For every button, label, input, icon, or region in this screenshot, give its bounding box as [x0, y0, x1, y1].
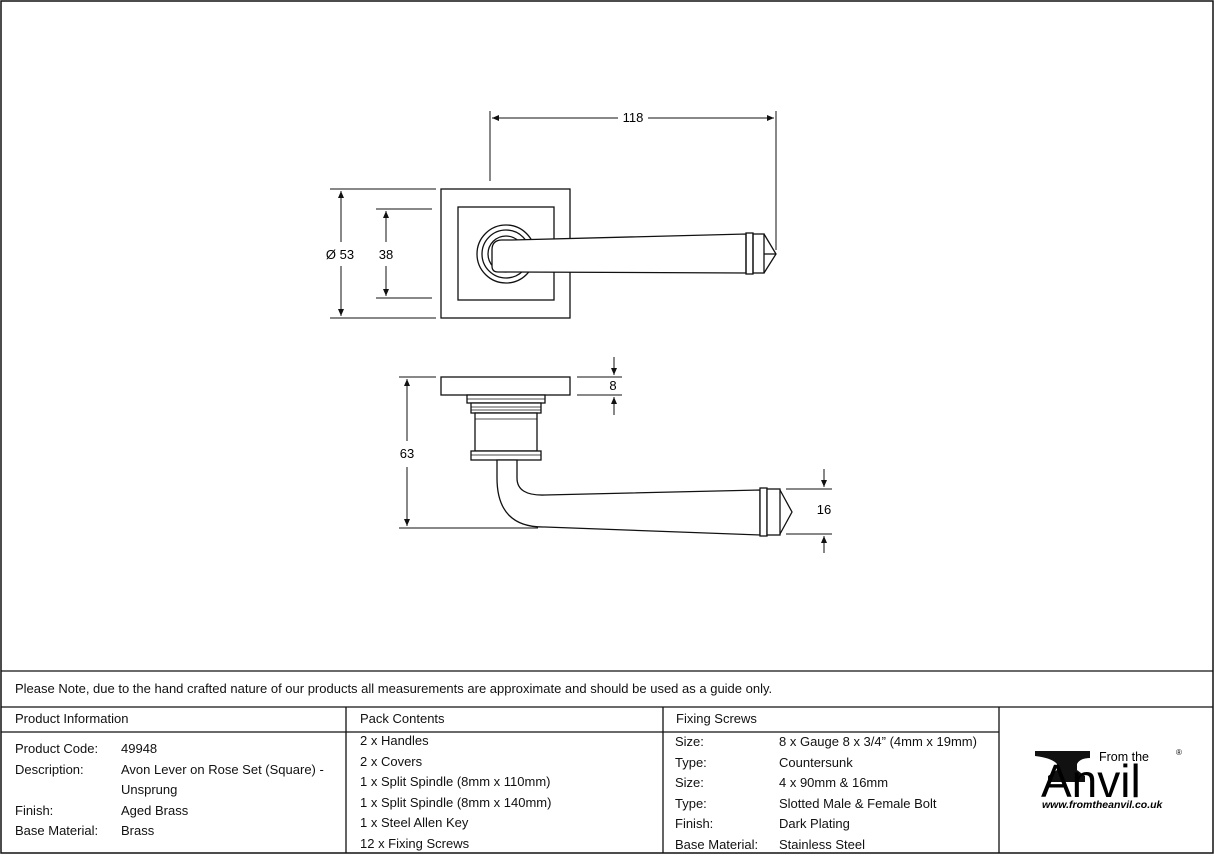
logo-brand: Anvil — [1041, 755, 1141, 807]
anvil-icon — [1035, 751, 1090, 782]
dimension-53-label: Ø 53 — [326, 247, 354, 262]
dimension-118 — [489, 111, 777, 250]
fixing-screws-label: Finish: — [675, 816, 714, 831]
fixing-screws-row: Finish: Dark Plating — [675, 814, 977, 835]
fixing-screws-label: Type: — [675, 795, 707, 811]
fixing-screws-row: Type: Slotted Male & Female Bolt — [675, 794, 977, 815]
product-info-row: Unsprung — [15, 780, 324, 801]
dimension-8 — [577, 357, 622, 415]
dimension-8-label: 8 — [609, 378, 616, 393]
rose-plate-side — [440, 376, 571, 396]
dimension-118-label: 118 — [623, 110, 644, 125]
side-view — [440, 376, 793, 537]
dimension-38 — [376, 208, 432, 299]
dimension-63-label: 63 — [400, 446, 414, 461]
fixing-screws-row: Type: Countersunk — [675, 753, 977, 774]
product-info-value: 49948 — [121, 741, 158, 756]
pack-item: 1 x Split Spindle (8mm x 110mm) — [360, 774, 551, 789]
top-view — [440, 188, 777, 319]
dimension-16 — [786, 469, 832, 553]
fixing-screws-row: Size: 4 x 90mm & 16mm — [675, 773, 977, 794]
dimension-16-label: 16 — [817, 502, 831, 517]
lever-arm-side — [496, 459, 761, 536]
fixing-screws-label: Base Material: — [675, 836, 759, 852]
logo-registered: ® — [1176, 748, 1182, 757]
product-info-label: Base Material: — [15, 823, 99, 838]
fixing-screws-label: Size: — [675, 734, 704, 749]
fixing-screws-row: Base Material: Stainless Steel — [675, 835, 977, 856]
pack-contents-list: 2 x Handles 2 x Covers 1 x Split Spindle… — [360, 731, 551, 854]
logo-from-the: From the — [1099, 750, 1149, 764]
fixing-screws-value: 4 x 90mm & 16mm — [779, 775, 889, 790]
product-info-row: Base Material: Brass — [15, 821, 324, 842]
dimension-38-label: 38 — [379, 247, 393, 262]
product-info-heading: Product Information — [15, 711, 129, 726]
lever-tip-side — [779, 489, 793, 535]
pack-item: 2 x Handles — [360, 733, 429, 748]
dimension-63 — [399, 376, 538, 529]
product-info-row: Description: Avon Lever on Rose Set (Squa… — [15, 760, 324, 781]
pack-item: 1 x Steel Allen Key — [360, 815, 469, 830]
pack-item: 12 x Fixing Screws — [360, 835, 470, 851]
product-info-value: Aged Brass — [121, 802, 189, 818]
fixing-screws-list: Size: 8 x Gauge 8 x 3/4” (4mm x 19mm) Typ… — [675, 732, 977, 855]
lever-collar-side — [759, 487, 768, 537]
product-info-label: Product Code: — [15, 741, 99, 756]
product-info-label — [15, 780, 121, 801]
product-info-label: Description: — [15, 761, 84, 777]
measurement-note: Please Note, due to the hand crafted nat… — [15, 681, 773, 696]
fixing-screws-heading: Fixing Screws — [676, 711, 757, 726]
pack-item: 1 x Split Spindle (8mm x 140mm) — [360, 794, 552, 810]
fixing-screws-value: Countersunk — [779, 754, 853, 770]
anvil-logo: From the ® Anvil www.fromtheanvil.co.uk — [1035, 748, 1182, 811]
fixing-screws-label: Type: — [675, 754, 707, 770]
side-view-detail-lines — [467, 398, 545, 456]
dimension-53 — [330, 188, 436, 319]
rose-stem-cap — [470, 450, 542, 461]
fixing-screws-value: 8 x Gauge 8 x 3/4” (4mm x 19mm) — [779, 734, 977, 749]
fixing-screws-value: Slotted Male & Female Bolt — [779, 795, 937, 811]
lever-collar-front-2 — [752, 233, 765, 274]
product-info-row: Finish: Aged Brass — [15, 801, 324, 822]
lever-arm-front — [491, 233, 747, 274]
rose-boss-side — [470, 402, 542, 414]
logo-url: www.fromtheanvil.co.uk — [1042, 799, 1164, 811]
product-info-value: Unsprung — [121, 782, 178, 797]
product-info-label: Finish: — [15, 802, 54, 818]
product-info-list: Product Code: 49948 Description: Avon Leve… — [15, 739, 324, 842]
product-info-row: Product Code: 49948 — [15, 739, 324, 760]
fixing-screws-value: Stainless Steel — [779, 836, 865, 852]
product-info-value: Avon Lever on Rose Set (Square) - — [121, 761, 324, 777]
lever-collar-front — [745, 232, 754, 275]
product-info-value: Brass — [121, 823, 155, 838]
pack-item: 2 x Covers — [360, 753, 423, 769]
fixing-screws-label: Size: — [675, 775, 704, 790]
lever-collar-side-2 — [766, 488, 781, 536]
pack-contents-heading: Pack Contents — [360, 711, 445, 726]
fixing-screws-value: Dark Plating — [779, 816, 850, 831]
fixing-screws-row: Size: 8 x Gauge 8 x 3/4” (4mm x 19mm) — [675, 732, 977, 753]
info-table-grid — [1, 670, 1213, 853]
